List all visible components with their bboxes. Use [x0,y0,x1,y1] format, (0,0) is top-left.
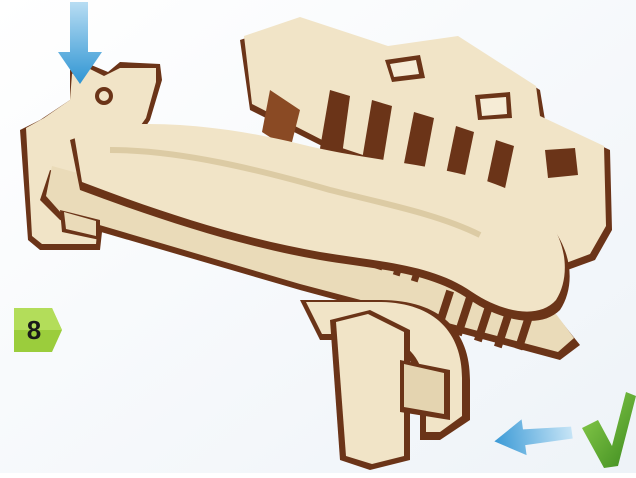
step-number: 8 [14,308,54,352]
step-number-badge: 8 [14,308,64,352]
